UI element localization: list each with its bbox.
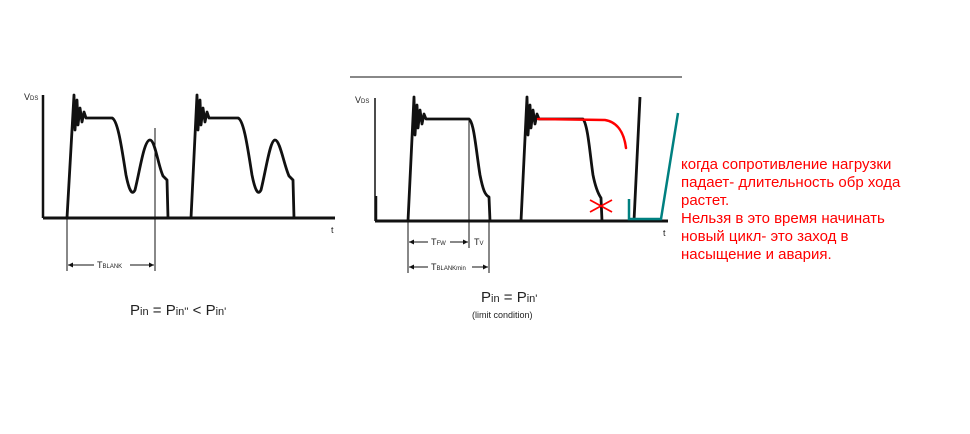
note-line: падает- длительность обр хода <box>681 174 901 191</box>
left-x-axis-label: t <box>331 225 334 235</box>
right-y-axis-label: VDS <box>355 95 369 105</box>
left-caption: Pin = Pin'' < Pin' <box>130 302 226 319</box>
tblank-label: TBLANK <box>97 260 122 270</box>
tfw-label: TFW <box>431 237 446 247</box>
left-vds-trace <box>65 93 296 220</box>
annotation-note: когда сопротивление нагрузки падает- дли… <box>681 156 970 264</box>
left-waveform-diagram: TBLANK VDS t Pin = Pin'' < Pin' <box>24 92 335 319</box>
note-line: Нельзя в это время начинать <box>681 210 885 227</box>
tv-label: TV <box>474 237 484 247</box>
teal-new-cycle-trace <box>627 112 680 221</box>
right-caption-note: (limit condition) <box>472 310 533 320</box>
note-line: растет. <box>681 192 730 209</box>
red-x-mark <box>589 199 613 213</box>
note-line: когда сопротивление нагрузки <box>681 156 892 173</box>
right-x-axis-label: t <box>663 228 666 238</box>
left-y-axis-label: VDS <box>24 92 38 102</box>
red-extended-curve <box>536 117 628 150</box>
right-waveform-diagram: TFW TV TBLANKmin VDS t Pin = Pin' (limit… <box>355 95 680 320</box>
note-line: насыщение и авария. <box>681 246 832 263</box>
tblankmin-label: TBLANKmin <box>431 262 466 272</box>
note-line: новый цикл- это заход в <box>681 228 849 245</box>
right-vds-trace <box>406 95 642 223</box>
right-caption: Pin = Pin' <box>481 289 537 306</box>
